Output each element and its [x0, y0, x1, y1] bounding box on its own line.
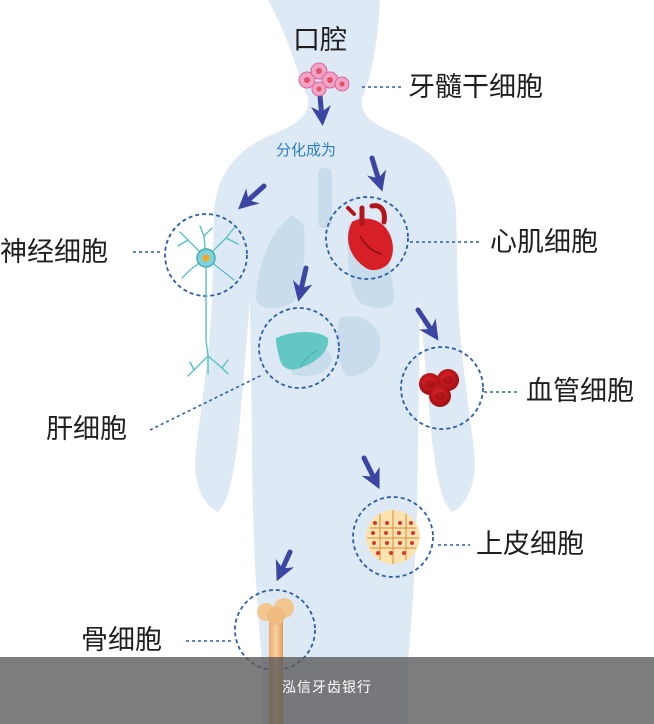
circle-liver	[258, 307, 340, 389]
stem-cell-cluster-icon	[298, 62, 350, 97]
neuron-icon	[177, 225, 239, 377]
arrow-icon	[292, 265, 313, 302]
circle-bone	[234, 589, 316, 671]
circle-epithelial	[352, 496, 434, 578]
label-mouth: 口腔	[293, 25, 347, 56]
label-bone-cell: 骨细胞	[81, 625, 162, 656]
circle-cardiac	[325, 196, 409, 280]
label-epithelial-cell: 上皮细胞	[476, 529, 584, 560]
label-liver-cell: 肝细胞	[46, 414, 127, 445]
arrow-icon	[366, 155, 387, 192]
arrow-icon	[238, 183, 267, 210]
heart-icon	[346, 203, 393, 271]
footer-text: 泓信牙齿银行	[282, 680, 372, 696]
leader-liver	[149, 374, 263, 431]
arrow-icon	[275, 549, 295, 582]
footer-bar: 泓信牙齿银行	[0, 657, 654, 724]
red-blood-cells-icon	[419, 369, 459, 407]
arrows	[238, 93, 439, 582]
liver-icon	[276, 332, 329, 370]
arrow-icon	[415, 307, 439, 341]
label-differentiate: 分化成为	[276, 141, 337, 159]
arrow-icon	[361, 455, 380, 490]
arrow-icon	[310, 93, 331, 126]
label-vascular-cell: 血管细胞	[526, 376, 634, 407]
cell-circles	[164, 196, 484, 671]
label-stem-cell: 牙髓干细胞	[408, 72, 543, 103]
circle-vascular	[400, 346, 484, 430]
epithelial-tissue-icon	[366, 510, 420, 564]
leader-lines	[133, 86, 518, 642]
label-cardiac-cell: 心肌细胞	[490, 227, 598, 258]
label-nerve-cell: 神经细胞	[0, 237, 108, 268]
